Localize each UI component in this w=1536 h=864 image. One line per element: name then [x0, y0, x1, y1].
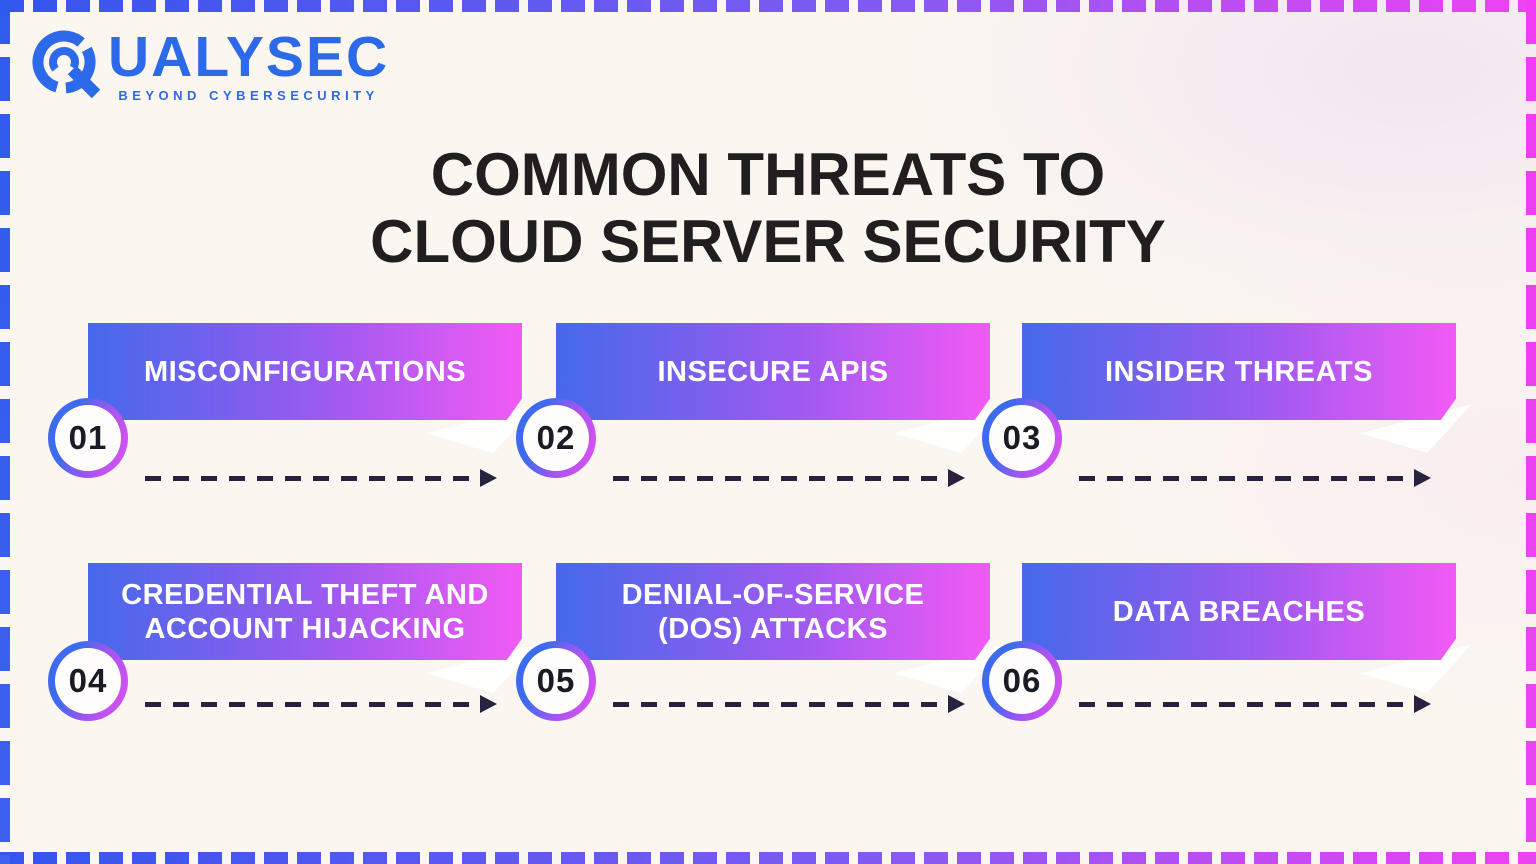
arrow-head	[948, 469, 965, 487]
threat-banner: DATA BREACHES	[1022, 563, 1456, 660]
threat-number-badge: 01	[48, 398, 128, 478]
qualysec-q-scope-icon	[30, 24, 102, 100]
threat-item-misconfigurations: MISCONFIGURATIONS 01	[55, 323, 538, 558]
arrow-head	[1414, 695, 1431, 713]
arrow-dashes	[1079, 476, 1411, 481]
arrow-dashes	[613, 702, 945, 707]
threat-item-insider-threats: INSIDER THREATS 03	[989, 323, 1472, 558]
dashed-right-arrow-icon	[613, 694, 965, 714]
threat-item-dos-attacks: DENIAL-OF-SERVICE (DOS) ATTACKS 05	[523, 563, 1006, 798]
threat-banner: MISCONFIGURATIONS	[88, 323, 522, 420]
dashed-border-right	[1526, 0, 1536, 864]
threat-banner: DENIAL-OF-SERVICE (DOS) ATTACKS	[556, 563, 990, 660]
threat-number-badge: 04	[48, 641, 128, 721]
dashed-border-bottom	[0, 852, 1536, 864]
page-title-line1: COMMON THREATS TO	[430, 141, 1106, 208]
threat-item-data-breaches: DATA BREACHES 06	[989, 563, 1472, 798]
threat-item-insecure-apis: INSECURE APIS 02	[523, 323, 1006, 558]
logo-wordmark: UALYSEC	[108, 25, 390, 89]
dashed-border-left	[0, 0, 10, 864]
logo-tagline: BEYOND CYBERSECURITY	[118, 88, 379, 103]
arrow-dashes	[613, 476, 945, 481]
threat-number-badge: 06	[982, 641, 1062, 721]
arrow-head	[1414, 469, 1431, 487]
threat-number-badge: 05	[516, 641, 596, 721]
page-title-line2: CLOUD SERVER SECURITY	[370, 208, 1166, 275]
dashed-right-arrow-icon	[145, 694, 497, 714]
threat-number-badge: 02	[516, 398, 596, 478]
page-title: COMMON THREATS TO CLOUD SERVER SECURITY	[0, 141, 1536, 275]
arrow-head	[480, 469, 497, 487]
dashed-right-arrow-icon	[1079, 694, 1431, 714]
threat-banner: CREDENTIAL THEFT AND ACCOUNT HIJACKING	[88, 563, 522, 660]
arrow-dashes	[145, 476, 477, 481]
arrow-head	[480, 695, 497, 713]
qualysec-logo: UALYSEC BEYOND CYBERSECURITY	[30, 24, 389, 103]
dashed-right-arrow-icon	[613, 468, 965, 488]
threat-banner: INSIDER THREATS	[1022, 323, 1456, 420]
dashed-right-arrow-icon	[1079, 468, 1431, 488]
arrow-head	[948, 695, 965, 713]
threat-item-credential-theft: CREDENTIAL THEFT AND ACCOUNT HIJACKING 0…	[55, 563, 538, 798]
arrow-dashes	[145, 702, 477, 707]
threat-banner: INSECURE APIS	[556, 323, 990, 420]
arrow-dashes	[1079, 702, 1411, 707]
dashed-right-arrow-icon	[145, 468, 497, 488]
threat-number-badge: 03	[982, 398, 1062, 478]
dashed-border-top	[0, 0, 1536, 12]
